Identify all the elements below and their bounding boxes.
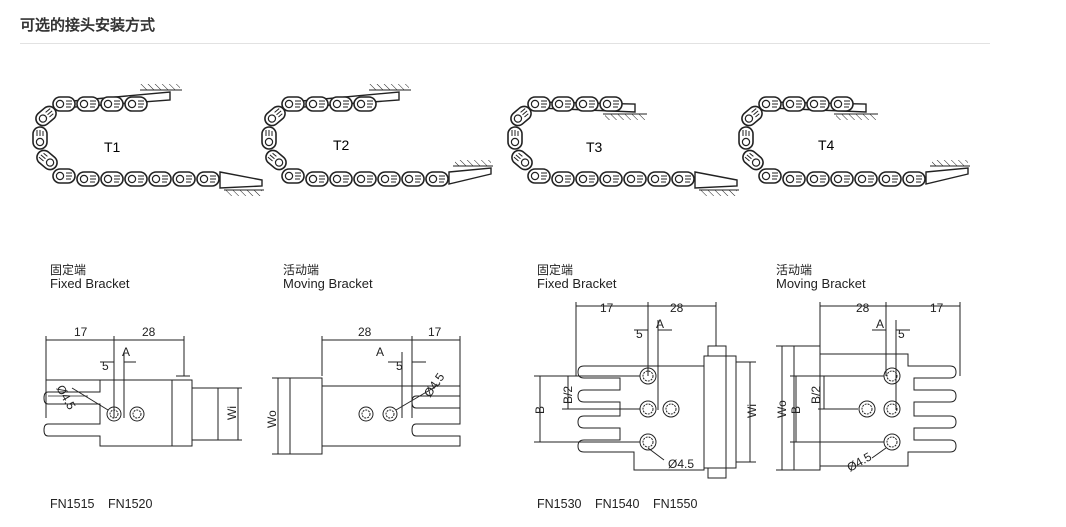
dim-a: A bbox=[122, 345, 130, 359]
chain-label-t2: T2 bbox=[333, 137, 350, 153]
bracket-caption-zh: 固定端 bbox=[50, 263, 87, 277]
dim-b: B bbox=[533, 406, 547, 414]
title-divider bbox=[20, 43, 990, 44]
dim-wi: Wi bbox=[745, 404, 759, 418]
dim-5: 5 bbox=[636, 327, 643, 341]
bracket-caption-3: 固定端 Fixed Bracket bbox=[537, 263, 616, 291]
bracket-caption-4: 活动端 Moving Bracket bbox=[776, 263, 866, 291]
model-number: FN1550 bbox=[652, 497, 698, 511]
dim-28: 28 bbox=[358, 325, 372, 339]
dim-17: 17 bbox=[600, 301, 614, 315]
dim-b-half: B/2 bbox=[561, 386, 575, 404]
model-number: FN1520 bbox=[107, 497, 153, 511]
model-list-small: FN1515 FN1520 bbox=[50, 497, 162, 511]
bracket-caption-en: Moving Bracket bbox=[776, 276, 866, 291]
drawing-fixed-small bbox=[43, 336, 242, 447]
dim-5: 5 bbox=[396, 359, 403, 373]
chain-type-t1 bbox=[32, 84, 264, 196]
dim-28: 28 bbox=[142, 325, 156, 339]
dim-28: 28 bbox=[670, 301, 684, 315]
chain-types-illustration: T1 T2 T3 T4 bbox=[32, 84, 970, 196]
model-list-large: FN1530 FN1540 FN1550 bbox=[537, 497, 707, 511]
chain-type-t3 bbox=[507, 96, 739, 196]
bracket-caption-zh: 活动端 bbox=[283, 263, 320, 277]
model-number: FN1540 bbox=[594, 497, 640, 511]
bracket-caption-2: 活动端 Moving Bracket bbox=[283, 263, 373, 291]
top-hatch bbox=[140, 84, 180, 90]
dim-hole: Ø4.5 bbox=[421, 370, 448, 400]
dim-a: A bbox=[656, 317, 664, 331]
dim-wo: Wo bbox=[775, 400, 789, 418]
dim-hole: Ø4.5 bbox=[845, 449, 875, 474]
chain-type-t2 bbox=[261, 84, 493, 187]
dim-wo: Wo bbox=[265, 410, 279, 428]
dim-a: A bbox=[876, 317, 884, 331]
chain-label-t3: T3 bbox=[586, 139, 603, 155]
bracket-caption-en: Moving Bracket bbox=[283, 276, 373, 291]
model-number: FN1515 bbox=[50, 497, 95, 511]
dim-5: 5 bbox=[102, 359, 109, 373]
dim-a: A bbox=[376, 345, 384, 359]
dim-17: 17 bbox=[930, 301, 944, 315]
drawing-fixed-large bbox=[534, 302, 756, 479]
dim-b-half: B/2 bbox=[809, 386, 823, 404]
chain-label-t1: T1 bbox=[104, 139, 121, 155]
chain-label-t4: T4 bbox=[818, 137, 835, 153]
chain-type-t4 bbox=[738, 96, 970, 187]
bracket-caption-en: Fixed Bracket bbox=[537, 276, 617, 291]
drawing-moving-small bbox=[272, 336, 461, 455]
bracket-caption-zh: 固定端 bbox=[537, 263, 574, 277]
dim-28: 28 bbox=[856, 301, 870, 315]
drawing-moving-large bbox=[776, 302, 961, 471]
dim-17: 17 bbox=[428, 325, 442, 339]
dim-hole: Ø4.5 bbox=[53, 383, 78, 413]
model-number: FN1530 bbox=[537, 497, 582, 511]
dim-5: 5 bbox=[898, 327, 905, 341]
section-title: 可选的接头安装方式 bbox=[20, 17, 156, 34]
bracket-caption-1: 固定端 Fixed Bracket bbox=[50, 263, 129, 291]
dim-17: 17 bbox=[74, 325, 88, 339]
bracket-caption-zh: 活动端 bbox=[776, 263, 813, 277]
dim-wi: Wi bbox=[225, 406, 239, 420]
bracket-caption-en: Fixed Bracket bbox=[50, 276, 130, 291]
dim-hole: Ø4.5 bbox=[668, 457, 694, 471]
dim-b: B bbox=[789, 406, 803, 414]
